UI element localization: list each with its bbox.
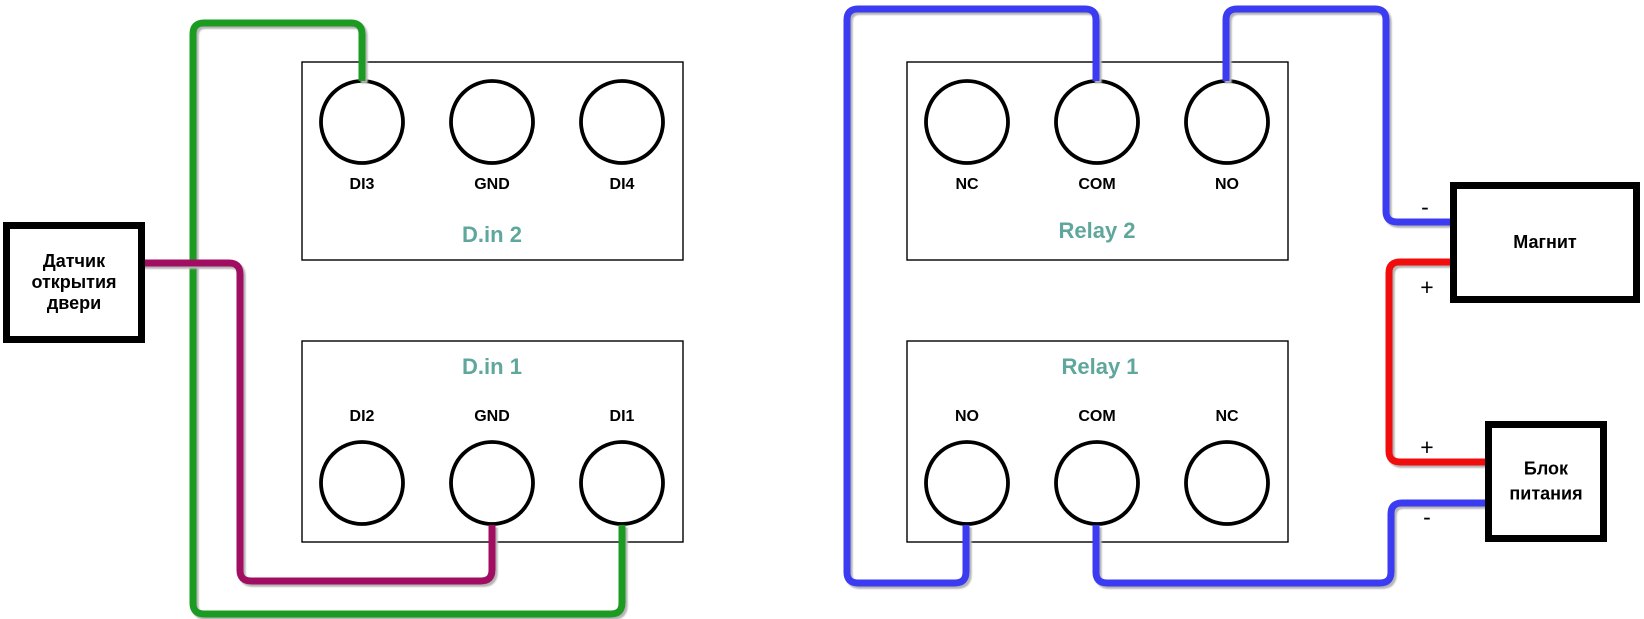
- terminal-circle-din2-gnd: [449, 79, 535, 165]
- polarity-label-psu-minus: -: [1423, 504, 1431, 530]
- terminal-circle-din1-di2: [319, 440, 405, 526]
- wire-red-magnet-psu: [1385, 258, 1489, 466]
- terminal-label-din2-di4: DI4: [610, 176, 635, 193]
- wire-purple-sensor-gnd: [141, 259, 496, 585]
- terminal-label-relay2-no: NO: [1215, 176, 1239, 193]
- device-label-magnet-line1: Магнит: [1513, 232, 1577, 252]
- terminal-circle-relay2-nc: [924, 79, 1010, 165]
- polarity-label-magnet-plus: +: [1420, 274, 1433, 300]
- module-relay2: NC COM NO Relay 2: [906, 61, 1289, 261]
- terminal-circle-relay1-nc: [1184, 440, 1270, 526]
- terminal-label-din1-di1: DI1: [610, 408, 635, 425]
- wire-blue-relay2no-magnet: [1222, 5, 1454, 226]
- device-label-sensor-line3: двери: [47, 293, 101, 313]
- device-label-psu-line1: Блок: [1524, 458, 1569, 478]
- terminal-circle-relay1-no: [924, 440, 1010, 526]
- wire-blue-relay1no-relay2com: [843, 5, 1100, 587]
- device-box-sensor: [3, 222, 145, 343]
- terminal-label-relay1-com: COM: [1078, 408, 1115, 425]
- wire-blue-relay1com-psu: [1092, 499, 1489, 587]
- terminal-circle-din2-di4: [579, 79, 665, 165]
- terminal-label-din1-di2: DI2: [350, 408, 375, 425]
- module-title-relay1: Relay 1: [1061, 354, 1138, 379]
- device-psu: Блок питания: [1485, 421, 1607, 542]
- terminal-label-relay2-nc: NC: [955, 176, 979, 193]
- terminal-circle-din1-di1: [579, 440, 665, 526]
- terminal-circle-relay1-com: [1054, 440, 1140, 526]
- terminal-circle-din2-di3: [319, 79, 405, 165]
- terminal-circle-relay2-com: [1054, 79, 1140, 165]
- wire-green-di3-di1: [189, 19, 626, 618]
- module-title-din2: D.in 2: [462, 222, 522, 247]
- terminal-circle-relay2-no: [1184, 79, 1270, 165]
- polarity-label-magnet-minus: -: [1421, 194, 1429, 220]
- device-box-psu: [1485, 421, 1607, 542]
- polarity-label-psu-plus: +: [1420, 434, 1433, 460]
- terminal-label-relay2-com: COM: [1078, 176, 1115, 193]
- module-title-relay2: Relay 2: [1058, 218, 1135, 243]
- device-label-sensor-line1: Датчик: [43, 251, 106, 271]
- device-box-magnet: [1450, 182, 1640, 303]
- terminal-label-din2-di3: DI3: [350, 176, 375, 193]
- terminal-label-din2-gnd: GND: [474, 176, 510, 193]
- terminal-label-relay1-no: NO: [955, 408, 979, 425]
- device-label-psu-line2: питания: [1509, 483, 1582, 503]
- module-relay1: NO COM NC Relay 1: [906, 340, 1289, 543]
- terminal-label-din1-gnd: GND: [474, 408, 510, 425]
- device-label-sensor-line2: открытия: [31, 272, 116, 292]
- module-din1: DI2 GND DI1 D.in 1: [301, 340, 684, 543]
- module-title-din1: D.in 1: [462, 354, 522, 379]
- terminal-label-relay1-nc: NC: [1215, 408, 1239, 425]
- device-magnet: Магнит: [1450, 182, 1640, 303]
- terminal-circle-din1-gnd: [449, 440, 535, 526]
